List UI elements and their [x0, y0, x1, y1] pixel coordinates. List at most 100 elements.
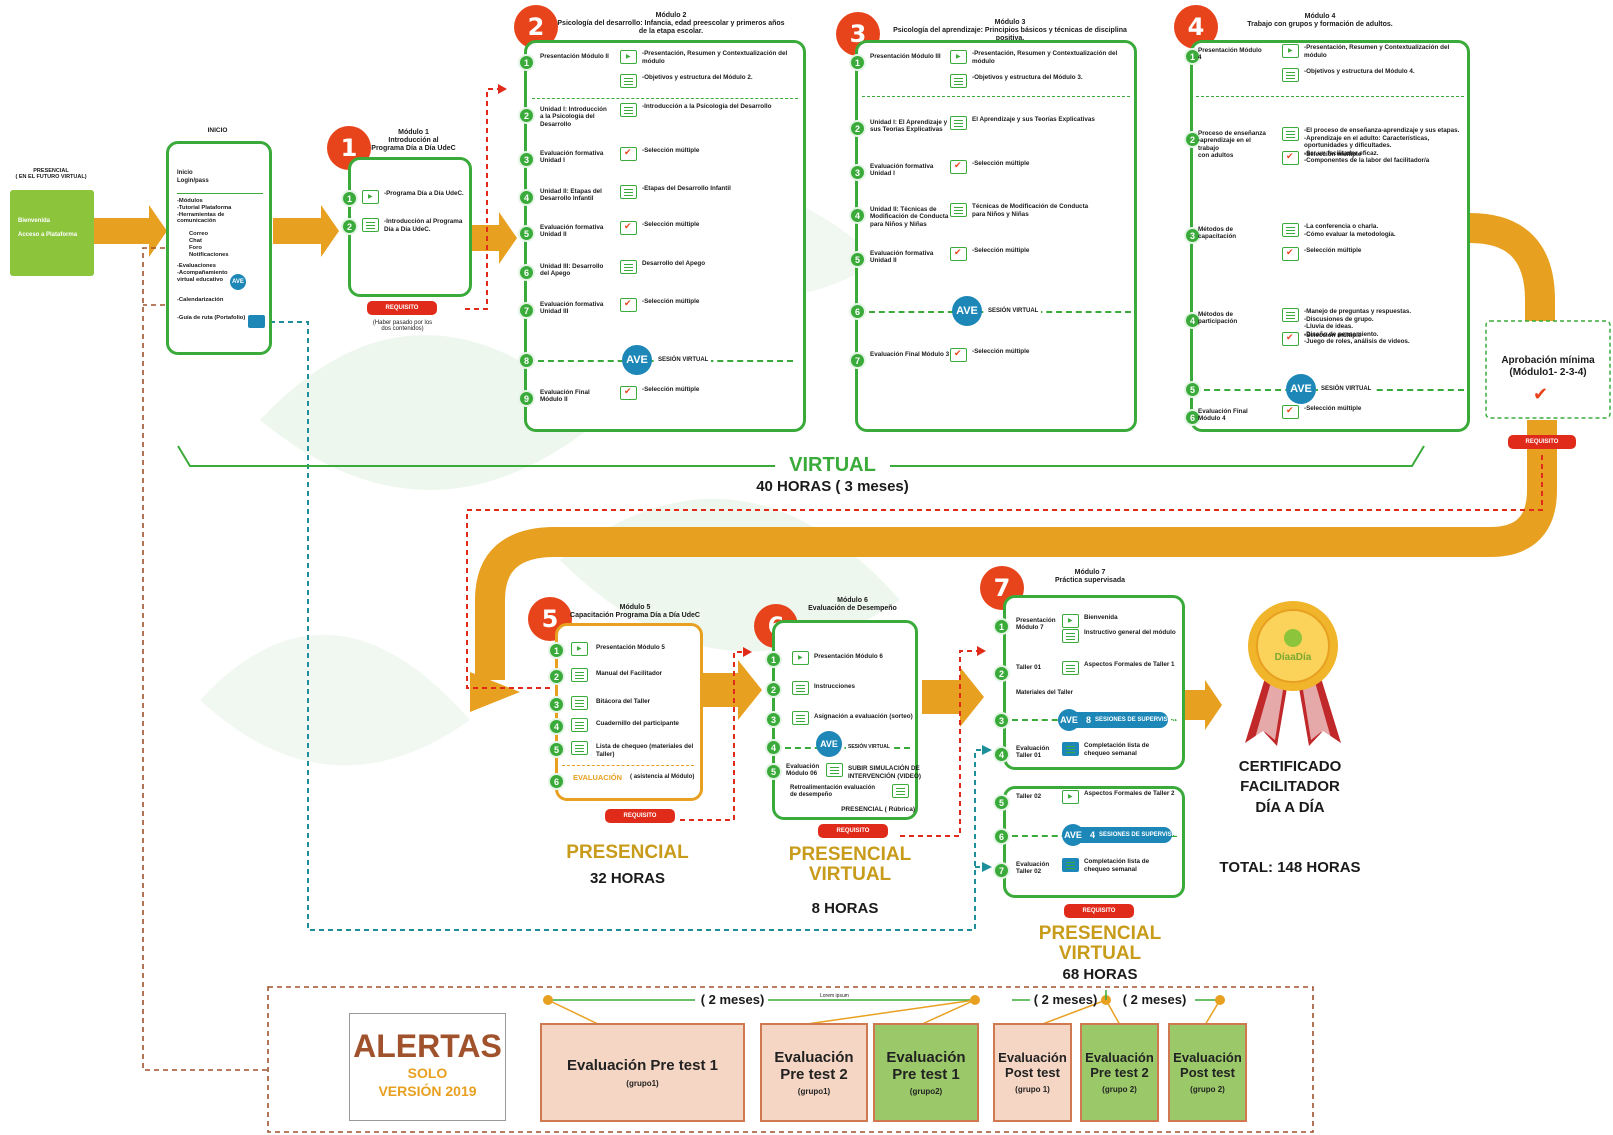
document-icon	[620, 74, 637, 88]
alert-pretest1-grupo2[interactable]: Evaluación Pre test 1 (grupo2)	[873, 1023, 979, 1122]
step-number: 2	[765, 681, 782, 698]
m7-step-2-item[interactable]: Aspectos Formales de Taller 1	[1062, 661, 1175, 675]
step-number: 7	[518, 302, 535, 319]
m1-step-1[interactable]: 1 -Programa Día a Día UdeC.	[341, 190, 464, 207]
m4-step-4-item[interactable]: -Selección múltiple	[1282, 332, 1361, 346]
document-icon	[1282, 127, 1299, 141]
video-icon	[950, 50, 967, 64]
step-label: Presentación Módulo 7	[1016, 617, 1056, 632]
m3-step-7-item[interactable]: -Selección múltiple	[950, 348, 1029, 362]
alert-pretest2-grupo1[interactable]: Evaluación Pre test 2 (grupo1)	[760, 1023, 868, 1122]
step-text: Instrucciones	[814, 683, 855, 690]
m2-step-3-item[interactable]: -Selección múltiple	[620, 147, 699, 161]
alert-posttest-grupo2[interactable]: Evaluación Post test (grupo 2)	[1168, 1023, 1247, 1122]
step-number: 4	[1184, 312, 1201, 329]
m4-step-3-item[interactable]: -La conferencia o charla. -Cómo evaluar …	[1282, 223, 1396, 238]
m3-step-1-item[interactable]: -Objetivos y estructura del Módulo 3.	[950, 74, 1083, 88]
step-number: 4	[993, 746, 1010, 763]
m3-step-2-item[interactable]: El Aprendizaje y sus Teorías Explicativa…	[950, 116, 1095, 130]
m2-step-7-item[interactable]: -Selección múltiple	[620, 298, 699, 312]
alert-title: Evaluación Pre test 2	[774, 1048, 854, 1083]
alert-group: (grupo1)	[626, 1078, 659, 1088]
module-6-modality: PRESENCIAL VIRTUAL	[788, 844, 912, 885]
module-6-requisito[interactable]: REQUISITO	[818, 824, 888, 838]
m7-step-7-item[interactable]: Completación lista de chequeo semanal	[1062, 858, 1149, 873]
ave-icon: AVE	[1286, 374, 1316, 404]
alert-group: (grupo2)	[909, 1087, 943, 1097]
aprobacion-requisito[interactable]: REQUISITO	[1508, 435, 1576, 449]
m6-step-4[interactable]: 4	[765, 739, 782, 756]
m4-step-1-item[interactable]: -Presentación, Resumen y Contextualizaci…	[1282, 44, 1449, 59]
m4-step-1-item[interactable]: -Objetivos y estructura del Módulo 4.	[1282, 68, 1415, 82]
document-icon	[571, 668, 588, 682]
m7-step-1-item[interactable]: Instructivo general del módulo	[1062, 629, 1176, 643]
m2-step-6-item[interactable]: Desarrollo del Apego	[620, 260, 705, 274]
m2-step-1-item[interactable]: -Objetivos y estructura del Módulo 2.	[620, 74, 753, 88]
alert-posttest-grupo1[interactable]: Evaluación Post test (grupo 1)	[993, 1023, 1072, 1122]
module-7-hours: 68 HORAS	[1062, 966, 1138, 983]
start-block[interactable]: Bienvenida Acceso a Plataforma	[10, 190, 94, 276]
step-label: Presentación Módulo 4	[1198, 47, 1262, 62]
briefcase-icon	[1062, 858, 1079, 872]
module-1-note: (Haber pasado por los dos contenidos)	[372, 320, 433, 332]
m4-step-2-item[interactable]: -Selección múltiple	[1282, 151, 1361, 165]
inicio-calendarizacion: -Calendarización	[177, 297, 224, 304]
step-label: Unidad II: Técnicas de Modificación de C…	[870, 206, 949, 228]
m6-rubrica: PRESENCIAL ( Rúbrica)	[841, 806, 915, 813]
m2-step-2-item[interactable]: -Introducción a la Psicología del Desarr…	[620, 103, 771, 117]
m4-step-4-item[interactable]: -Manejo de preguntas y respuestas. -Disc…	[1282, 308, 1411, 346]
alert-pretest2-grupo2[interactable]: Evaluación Pre test 2 (grupo 2)	[1080, 1023, 1159, 1122]
m2-step-9-item[interactable]: -Selección múltiple	[620, 386, 699, 400]
m7-materiales: Materiales del Taller	[1016, 690, 1073, 696]
step-number: 1	[1184, 48, 1201, 65]
m4-step-2-item[interactable]: -El proceso de enseñanza-aprendizaje y s…	[1282, 127, 1459, 165]
m3-step-5-item[interactable]: -Selección múltiple	[950, 247, 1029, 261]
step-label: Unidad II: Etapas del Desarrollo Infanti…	[540, 188, 602, 203]
video-icon	[620, 50, 637, 64]
m7-step-1-item[interactable]: Bienvenida	[1062, 614, 1118, 628]
m2-step-5-item[interactable]: -Selección múltiple	[620, 221, 699, 235]
alert-group: (grupo 2)	[1102, 1084, 1137, 1094]
medal-text: DíaaDía	[1274, 652, 1312, 663]
document-icon	[620, 185, 637, 199]
m1-step-2[interactable]: 2 -Introducción al Programa Día a Día Ud…	[341, 218, 462, 235]
module-7-requisito[interactable]: REQUISITO	[1064, 904, 1134, 918]
module-2-header: Módulo 2 Psicología del desarrollo: Infa…	[557, 12, 785, 36]
step-text: El Aprendizaje y sus Teorías Explicativa…	[972, 116, 1095, 123]
m7-step-5-item[interactable]: Aspectos Formales de Taller 2	[1062, 790, 1175, 804]
document-icon	[620, 103, 637, 117]
m2-step-1-item[interactable]: -Presentación, Resumen y Contextualizaci…	[620, 50, 787, 65]
step-number: 4	[849, 207, 866, 224]
alert-group: (grupo 1)	[1015, 1084, 1050, 1094]
m3-step-1-item[interactable]: -Presentación, Resumen y Contextualizaci…	[950, 50, 1117, 65]
m4-divider	[1196, 96, 1464, 97]
video-icon	[571, 642, 588, 656]
module-1-requisito[interactable]: REQUISITO	[367, 301, 437, 315]
alert-title: Evaluación Pre test 2	[1085, 1050, 1154, 1080]
m3-step-4-item[interactable]: Técnicas de Modificación de Conducta par…	[950, 203, 1088, 218]
step-number: 2	[849, 120, 866, 137]
m4-step-3-item[interactable]: -Selección múltiple	[1282, 247, 1361, 261]
m6-step-2[interactable]: 2 Instrucciones	[765, 681, 855, 698]
m2-step-4-item[interactable]: -Etapas del Desarrollo Infantil	[620, 185, 731, 199]
evaluation-check-icon	[1282, 151, 1299, 165]
video-icon	[362, 190, 379, 204]
m5-evaluation[interactable]: 6 EVALUACIÓN ( asistencia al Módulo)	[548, 773, 694, 790]
document-icon	[950, 203, 967, 217]
module-6-hours: 8 HORAS	[811, 900, 879, 917]
evaluation-check-icon	[1282, 247, 1299, 261]
alert-pretest1-grupo1[interactable]: Evaluación Pre test 1 (grupo1)	[540, 1023, 745, 1122]
m7-step-4-item[interactable]: Completación lista de chequeo semanal	[1062, 742, 1149, 757]
alert-title: Evaluación Post test	[998, 1050, 1067, 1080]
m4-step-6-item[interactable]: -Selección múltiple	[1282, 405, 1361, 419]
m3-step-3-item[interactable]: -Selección múltiple	[950, 160, 1029, 174]
module-5-requisito[interactable]: REQUISITO	[605, 809, 675, 823]
